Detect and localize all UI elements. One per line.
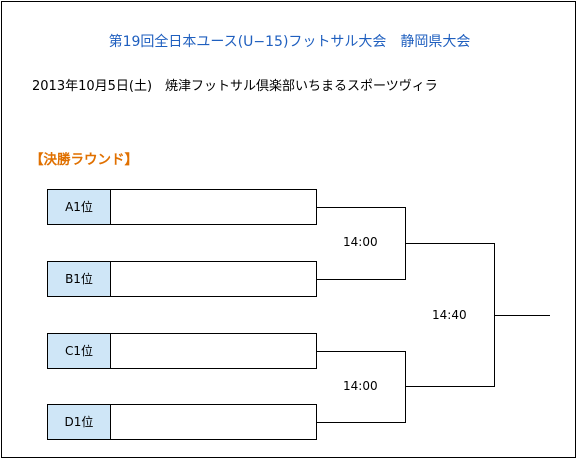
page-title: 第19回全日本ユース(U−15)フットサル大会 静岡県大会 (108, 34, 471, 50)
event-date-venue: 2013年10月5日(土) 焼津フットサル倶楽部いちまるスポーツヴィラ (32, 79, 438, 94)
seed-label: B1位 (47, 261, 111, 297)
team-name-box (110, 333, 317, 369)
team-slot-b1: B1位 (47, 261, 317, 297)
seed-label: C1位 (47, 333, 111, 369)
semifinal-1-time: 14:00 (343, 235, 378, 249)
semifinal-2-time: 14:00 (343, 379, 378, 393)
team-name-box (110, 261, 317, 297)
team-name-box (110, 189, 317, 225)
final-time: 14:40 (432, 308, 467, 322)
team-slot-a1: A1位 (47, 189, 317, 225)
section-heading: 【決勝ラウンド】 (30, 152, 138, 168)
team-slot-d1: D1位 (47, 404, 317, 440)
seed-label: D1位 (47, 404, 111, 440)
team-slot-c1: C1位 (47, 333, 317, 369)
team-name-box (110, 404, 317, 440)
seed-label: A1位 (47, 189, 111, 225)
